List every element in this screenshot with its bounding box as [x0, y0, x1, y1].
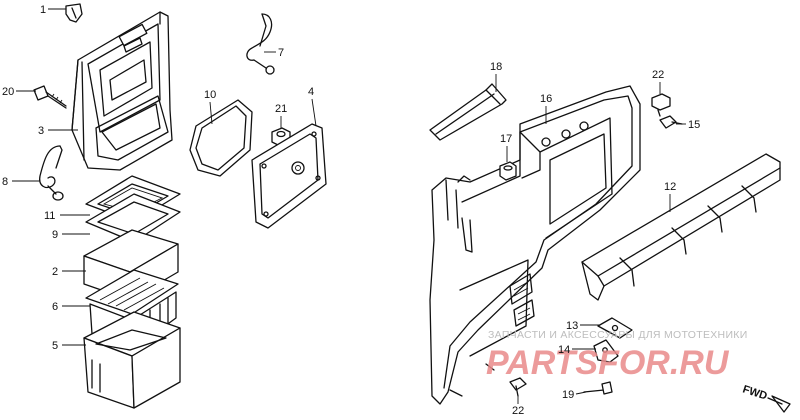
callout-18: 18 — [490, 61, 502, 73]
callout-10: 10 — [204, 89, 216, 101]
callout-20: 20 — [2, 86, 14, 98]
clip-part — [65, 3, 83, 23]
callout-22-bottom: 22 — [512, 405, 524, 417]
leader-4 — [311, 98, 317, 127]
rubber-strip — [429, 83, 507, 141]
callout-14: 14 — [558, 344, 570, 356]
spring-clip-left — [39, 145, 64, 201]
screw-part-15 — [659, 115, 683, 129]
long-cover-strip — [581, 153, 781, 301]
callout-17: 17 — [500, 133, 512, 145]
bolt-part — [33, 85, 67, 109]
watermark-brand: PARTSFOR.RU — [486, 344, 730, 382]
callout-5: 5 — [52, 340, 58, 352]
fwd-label: FWD — [741, 383, 769, 402]
watermark-tagline: ЗАПЧАСТИ И АКСЕССУАРЫ ДЛЯ МОТОТЕХНИКИ — [488, 329, 748, 341]
callout-21: 21 — [275, 103, 287, 115]
cover-gasket — [189, 99, 253, 177]
callout-4: 4 — [308, 86, 314, 98]
callout-2: 2 — [52, 266, 58, 278]
air-cleaner-case — [71, 11, 173, 171]
callout-3: 3 — [38, 125, 44, 137]
grommet-part-17 — [499, 161, 517, 181]
leader-19 — [575, 391, 587, 395]
callout-11: 11 — [44, 210, 55, 222]
forward-direction-marker: FWD — [741, 383, 791, 413]
air-cleaner-case-lower — [83, 311, 181, 409]
callout-12: 12 — [664, 181, 676, 193]
callout-15: 15 — [688, 119, 700, 131]
callout-8: 8 — [2, 176, 8, 188]
callout-9: 9 — [52, 229, 58, 241]
callout-1: 1 — [40, 4, 46, 16]
callout-7: 7 — [278, 47, 284, 59]
bolt-part-22-top — [651, 93, 671, 117]
bracket-part-14 — [593, 339, 619, 363]
screw-part-19 — [583, 381, 613, 395]
callout-13: 13 — [566, 320, 578, 332]
bracket-part-13 — [597, 317, 633, 339]
side-cover — [429, 85, 641, 405]
callout-6: 6 — [52, 301, 58, 313]
callout-19: 19 — [562, 389, 574, 401]
callout-22-top: 22 — [652, 69, 664, 81]
callout-16: 16 — [540, 93, 552, 105]
gasket-part-9 — [85, 193, 181, 243]
leader-10 — [209, 101, 213, 125]
spring-clip-upper — [246, 13, 275, 75]
air-cleaner-cover — [251, 123, 327, 229]
bolt-part-22-bottom — [509, 377, 527, 397]
